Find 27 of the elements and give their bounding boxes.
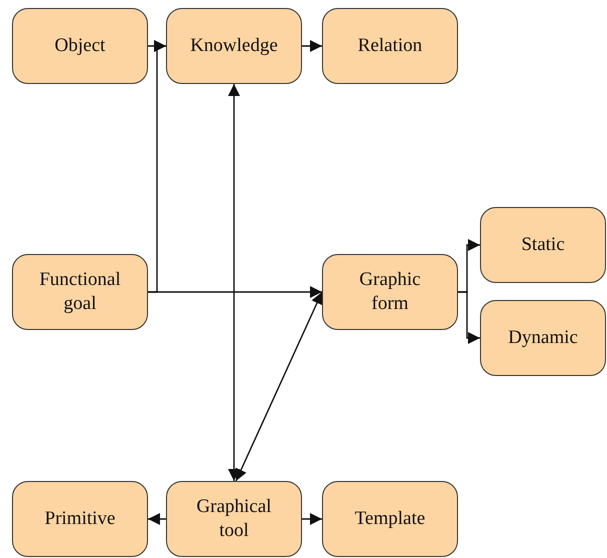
process-box [166,8,302,84]
process-box [322,481,458,557]
box-label: Graphical tool [196,495,272,543]
arrow [458,291,480,344]
box-label: Relation [358,34,422,58]
box-label: Static [521,233,565,257]
process-box [480,300,606,376]
arrow [302,40,322,52]
arrow [235,292,323,482]
process-box [166,481,302,557]
box-label: Primitive [44,507,116,531]
arrow [148,286,322,298]
arrow [228,84,240,481]
box-label: Object [54,34,106,58]
process-box [480,207,606,283]
box-label: Graphic form [358,268,422,316]
process-box [12,8,148,84]
process-box [12,254,148,330]
arrow [148,513,166,525]
box-label: Dynamic [508,326,578,350]
box-label: Knowledge [190,34,278,58]
process-box [322,254,458,330]
box-label: Template [354,507,426,531]
box-label: Functional goal [38,268,122,316]
arrow [302,513,322,525]
process-box [322,8,458,84]
process-box [12,481,148,557]
